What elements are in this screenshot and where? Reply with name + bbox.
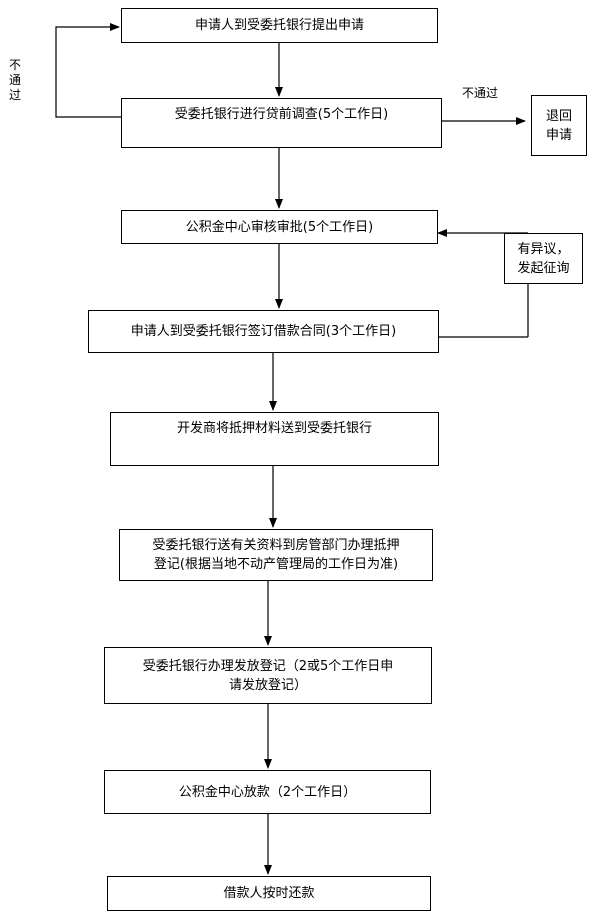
label-not-pass-left: 不 通 过 bbox=[8, 58, 21, 102]
step-reject-application: 退回 申请 bbox=[531, 95, 587, 156]
step-mortgage-registration: 受委托银行送有关资料到房管部门办理抵押 登记(根据当地不动产管理局的工作日为准) bbox=[119, 529, 433, 581]
step-sign-contract: 申请人到受委托银行签订借款合同(3个工作日) bbox=[88, 310, 439, 353]
label-not-pass-right: 不通过 bbox=[461, 86, 498, 100]
step-center-disburse: 公积金中心放款（2个工作日） bbox=[104, 770, 431, 814]
step-mortgage-materials: 开发商将抵押材料送到受委托银行 bbox=[110, 412, 439, 466]
step-pre-loan-survey: 受委托银行进行贷前调查(5个工作日) bbox=[121, 98, 442, 148]
step-repay: 借款人按时还款 bbox=[107, 876, 431, 911]
step-objection-inquiry: 有异议， 发起征询 bbox=[504, 233, 583, 284]
step-center-review: 公积金中心审核审批(5个工作日) bbox=[121, 210, 438, 244]
loop-not-pass-left bbox=[55, 23, 121, 118]
step-apply: 申请人到受委托银行提出申请 bbox=[121, 8, 438, 43]
step-disbursement-registration: 受委托银行办理发放登记（2或5个工作日申 请发放登记） bbox=[104, 647, 432, 704]
